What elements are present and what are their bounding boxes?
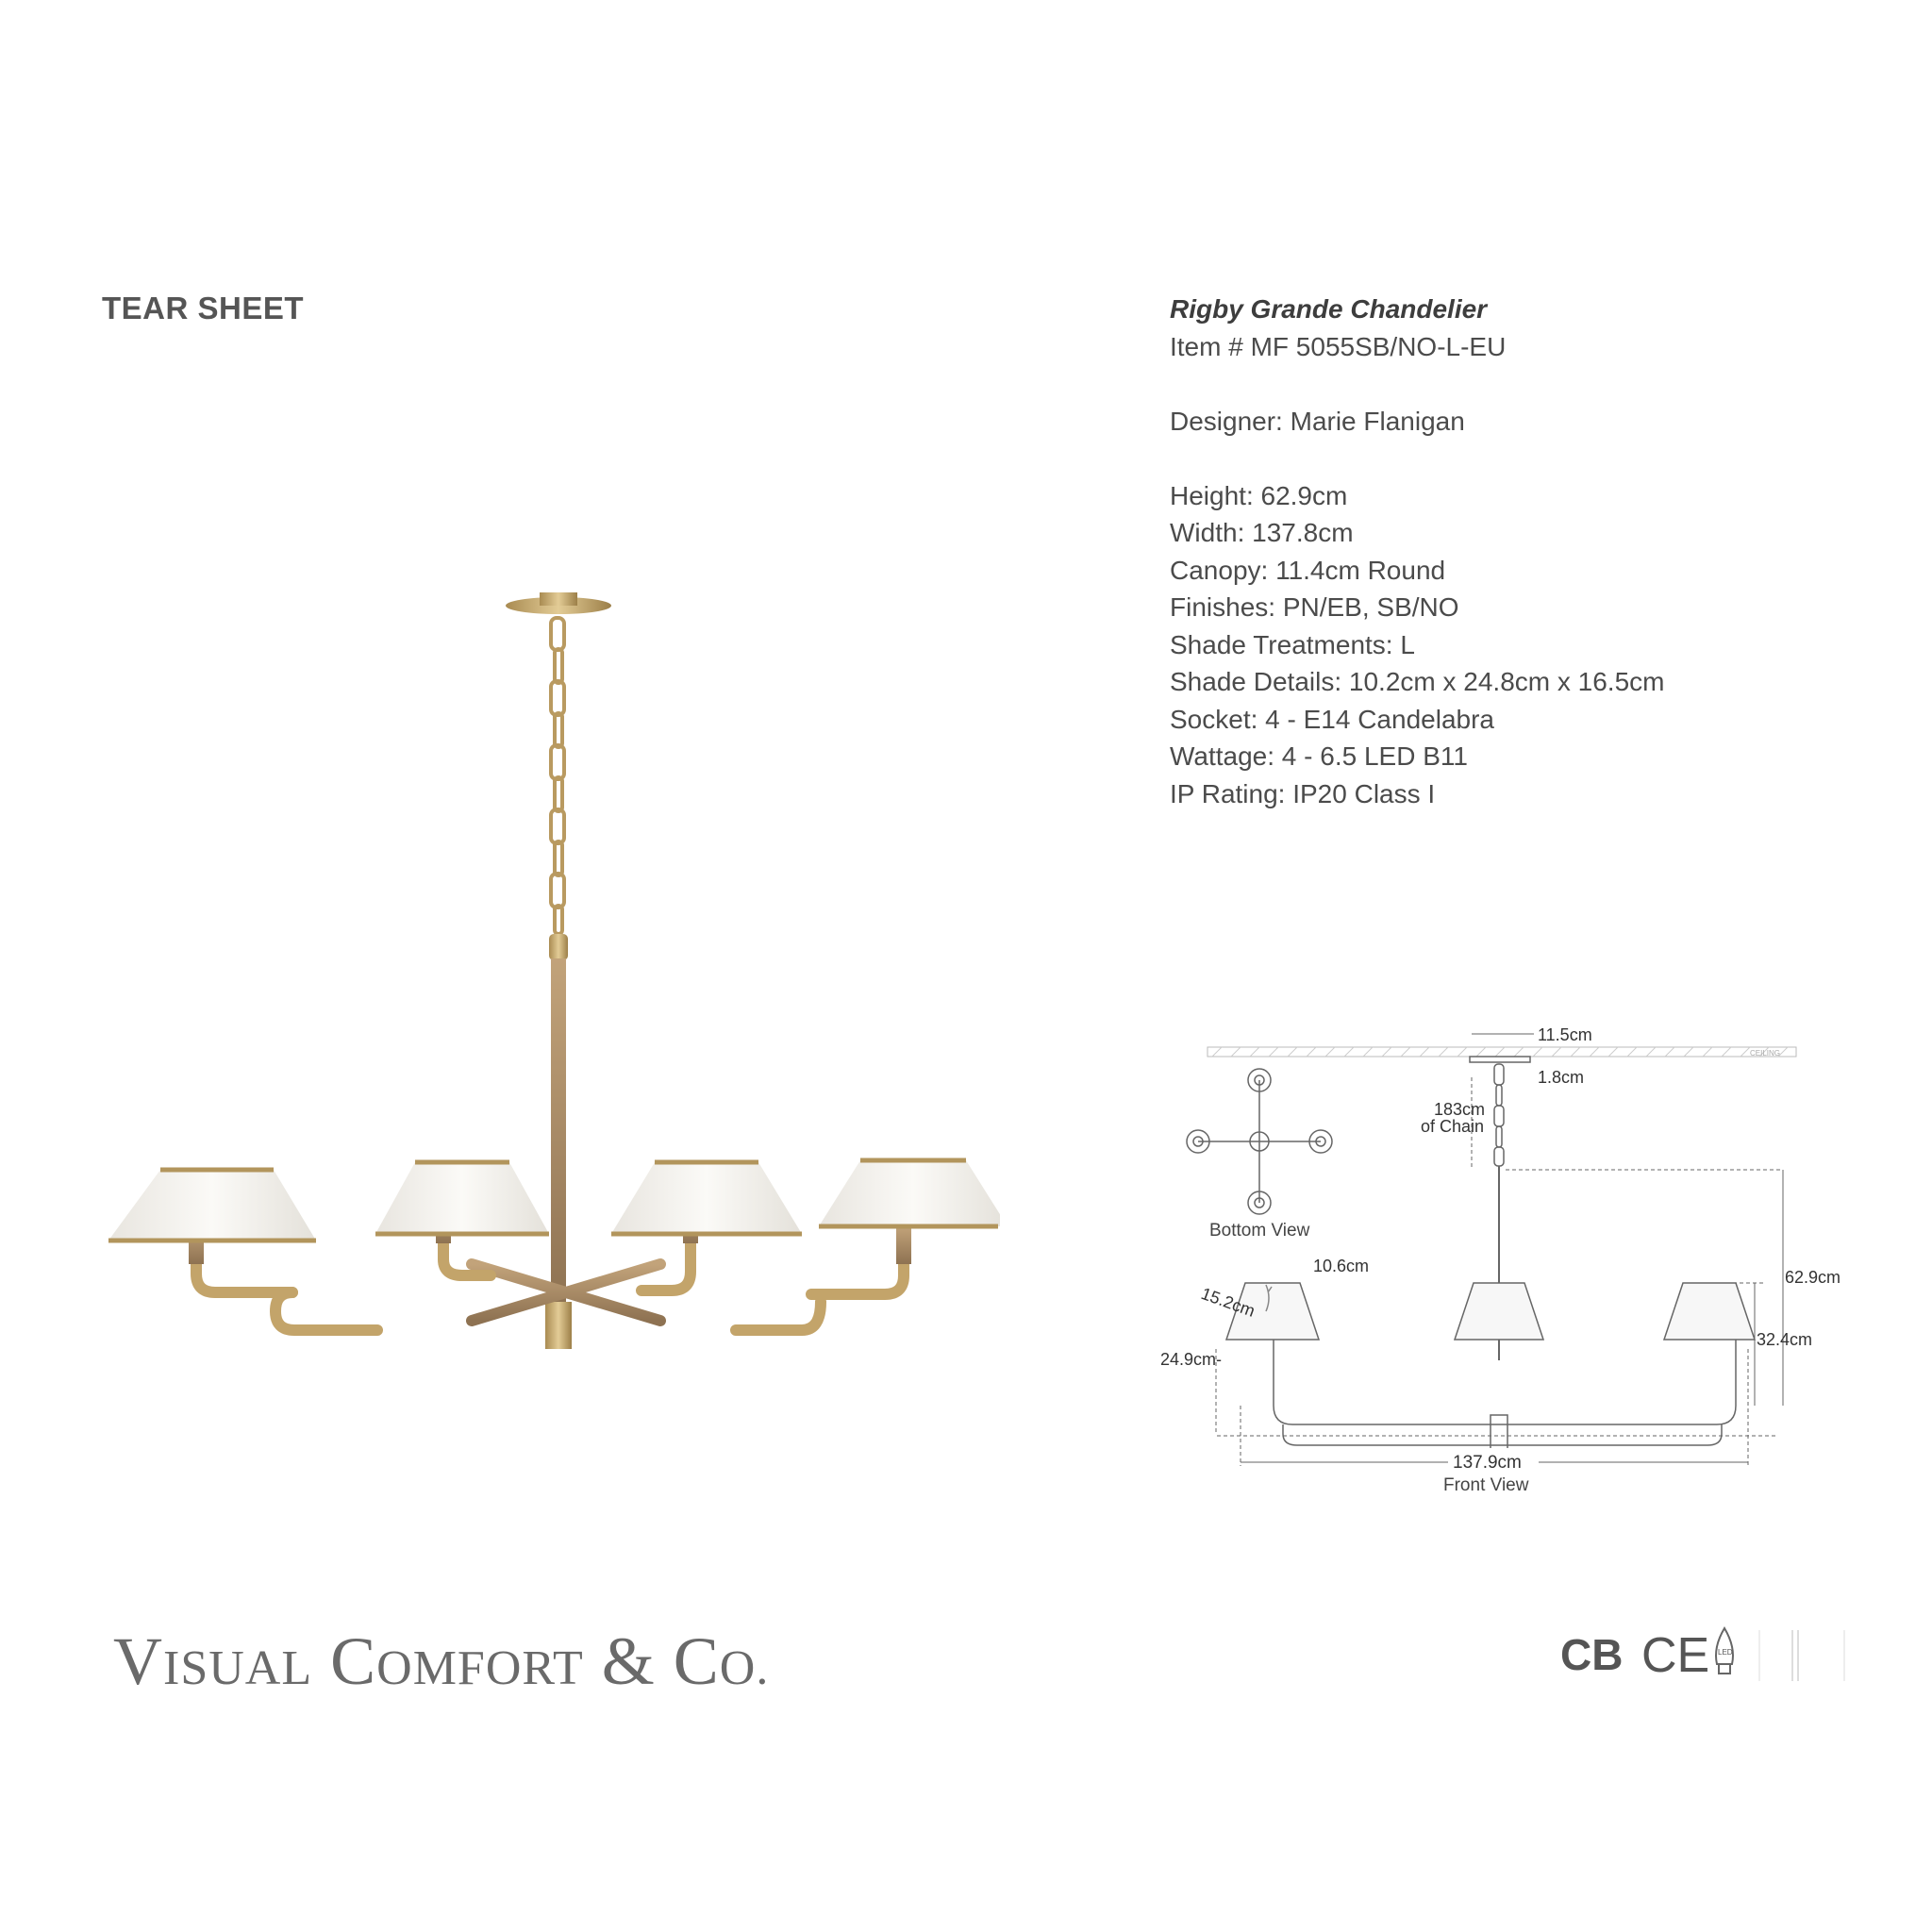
shade — [611, 1159, 802, 1237]
logo-letter: & — [601, 1624, 656, 1699]
shade — [819, 1158, 1000, 1229]
spec-item: Wattage: 4 - 6.5 LED B11 — [1170, 741, 1468, 771]
arms — [191, 1230, 909, 1336]
certification-marks: CB CE LED — [1560, 1626, 1845, 1683]
cb-mark-icon: CB — [1560, 1630, 1623, 1679]
logo-letter: V — [113, 1624, 163, 1699]
chain — [549, 616, 566, 936]
dim-shade-top: 10.6cm — [1313, 1257, 1369, 1275]
dim-body-height: 32.4cm — [1757, 1330, 1812, 1349]
shade — [375, 1159, 549, 1237]
shade — [108, 1167, 316, 1243]
designer: Designer: Marie Flanigan — [1170, 406, 1465, 436]
dim-chain-label: of Chain — [1421, 1117, 1484, 1136]
front-view — [1224, 1282, 1757, 1454]
spec-list: Height: 62.9cm Width: 137.8cm Canopy: 11… — [1170, 477, 1887, 813]
spec-item: Shade Treatments: L — [1170, 629, 1415, 659]
dim-overall-width: 137.9cm — [1453, 1453, 1522, 1473]
bottom-view-label: Bottom View — [1209, 1221, 1310, 1241]
tear-sheet-label: TEAR SHEET — [102, 291, 305, 325]
brand-logo: VISUAL COMFORT & CO. — [113, 1623, 769, 1701]
ce-mark-icon: CE — [1641, 1628, 1709, 1683]
spec-item: Shade Details: 10.2cm x 24.8cm x 16.5cm — [1170, 667, 1665, 696]
canopy — [506, 592, 611, 614]
dim-chain-length: 183cm — [1434, 1100, 1485, 1119]
logo-letter: C — [330, 1624, 377, 1699]
bottom-view — [1186, 1068, 1333, 1215]
spec-panel: Rigby Grande Chandelier Item # MF 5055SB… — [1170, 291, 1887, 812]
center-stem — [551, 958, 566, 1307]
technical-drawing: CEILING 11.5cm 1.8cm 183cm of Chain Bott… — [1160, 1025, 1840, 1495]
dim-canopy-width: 11.5cm — [1538, 1025, 1592, 1044]
dim-overall-height: 62.9cm — [1785, 1268, 1840, 1287]
product-name: Rigby Grande Chandelier — [1170, 294, 1488, 324]
diagram-chain — [1493, 1063, 1505, 1167]
logo-letter: O. — [719, 1641, 770, 1695]
led-text: LED — [1718, 1648, 1733, 1657]
product-image — [108, 592, 1000, 1349]
spec-item: Finishes: PN/EB, SB/NO — [1170, 592, 1459, 622]
item-number: Item # MF 5055SB/NO-L-EU — [1170, 331, 1507, 361]
logo-letter: C — [673, 1624, 720, 1699]
spec-item: Canopy: 11.4cm Round — [1170, 555, 1446, 585]
spec-item: IP Rating: IP20 Class I — [1170, 778, 1436, 808]
spec-item: Height: 62.9cm — [1170, 480, 1348, 510]
front-view-label: Front View — [1443, 1475, 1529, 1495]
dim-canopy-height: 1.8cm — [1538, 1068, 1584, 1087]
ceiling-text: CEILING — [1750, 1049, 1780, 1058]
led-bulb-icon: LED — [1715, 1626, 1734, 1674]
dim-shade-bottom: 24.9cm- — [1160, 1350, 1222, 1369]
logo-letter: OMFORT — [376, 1641, 584, 1695]
spec-item: Socket: 4 - E14 Candelabra — [1170, 704, 1494, 734]
logo-letter: ISUAL — [163, 1641, 313, 1695]
spec-item: Width: 137.8cm — [1170, 518, 1354, 547]
